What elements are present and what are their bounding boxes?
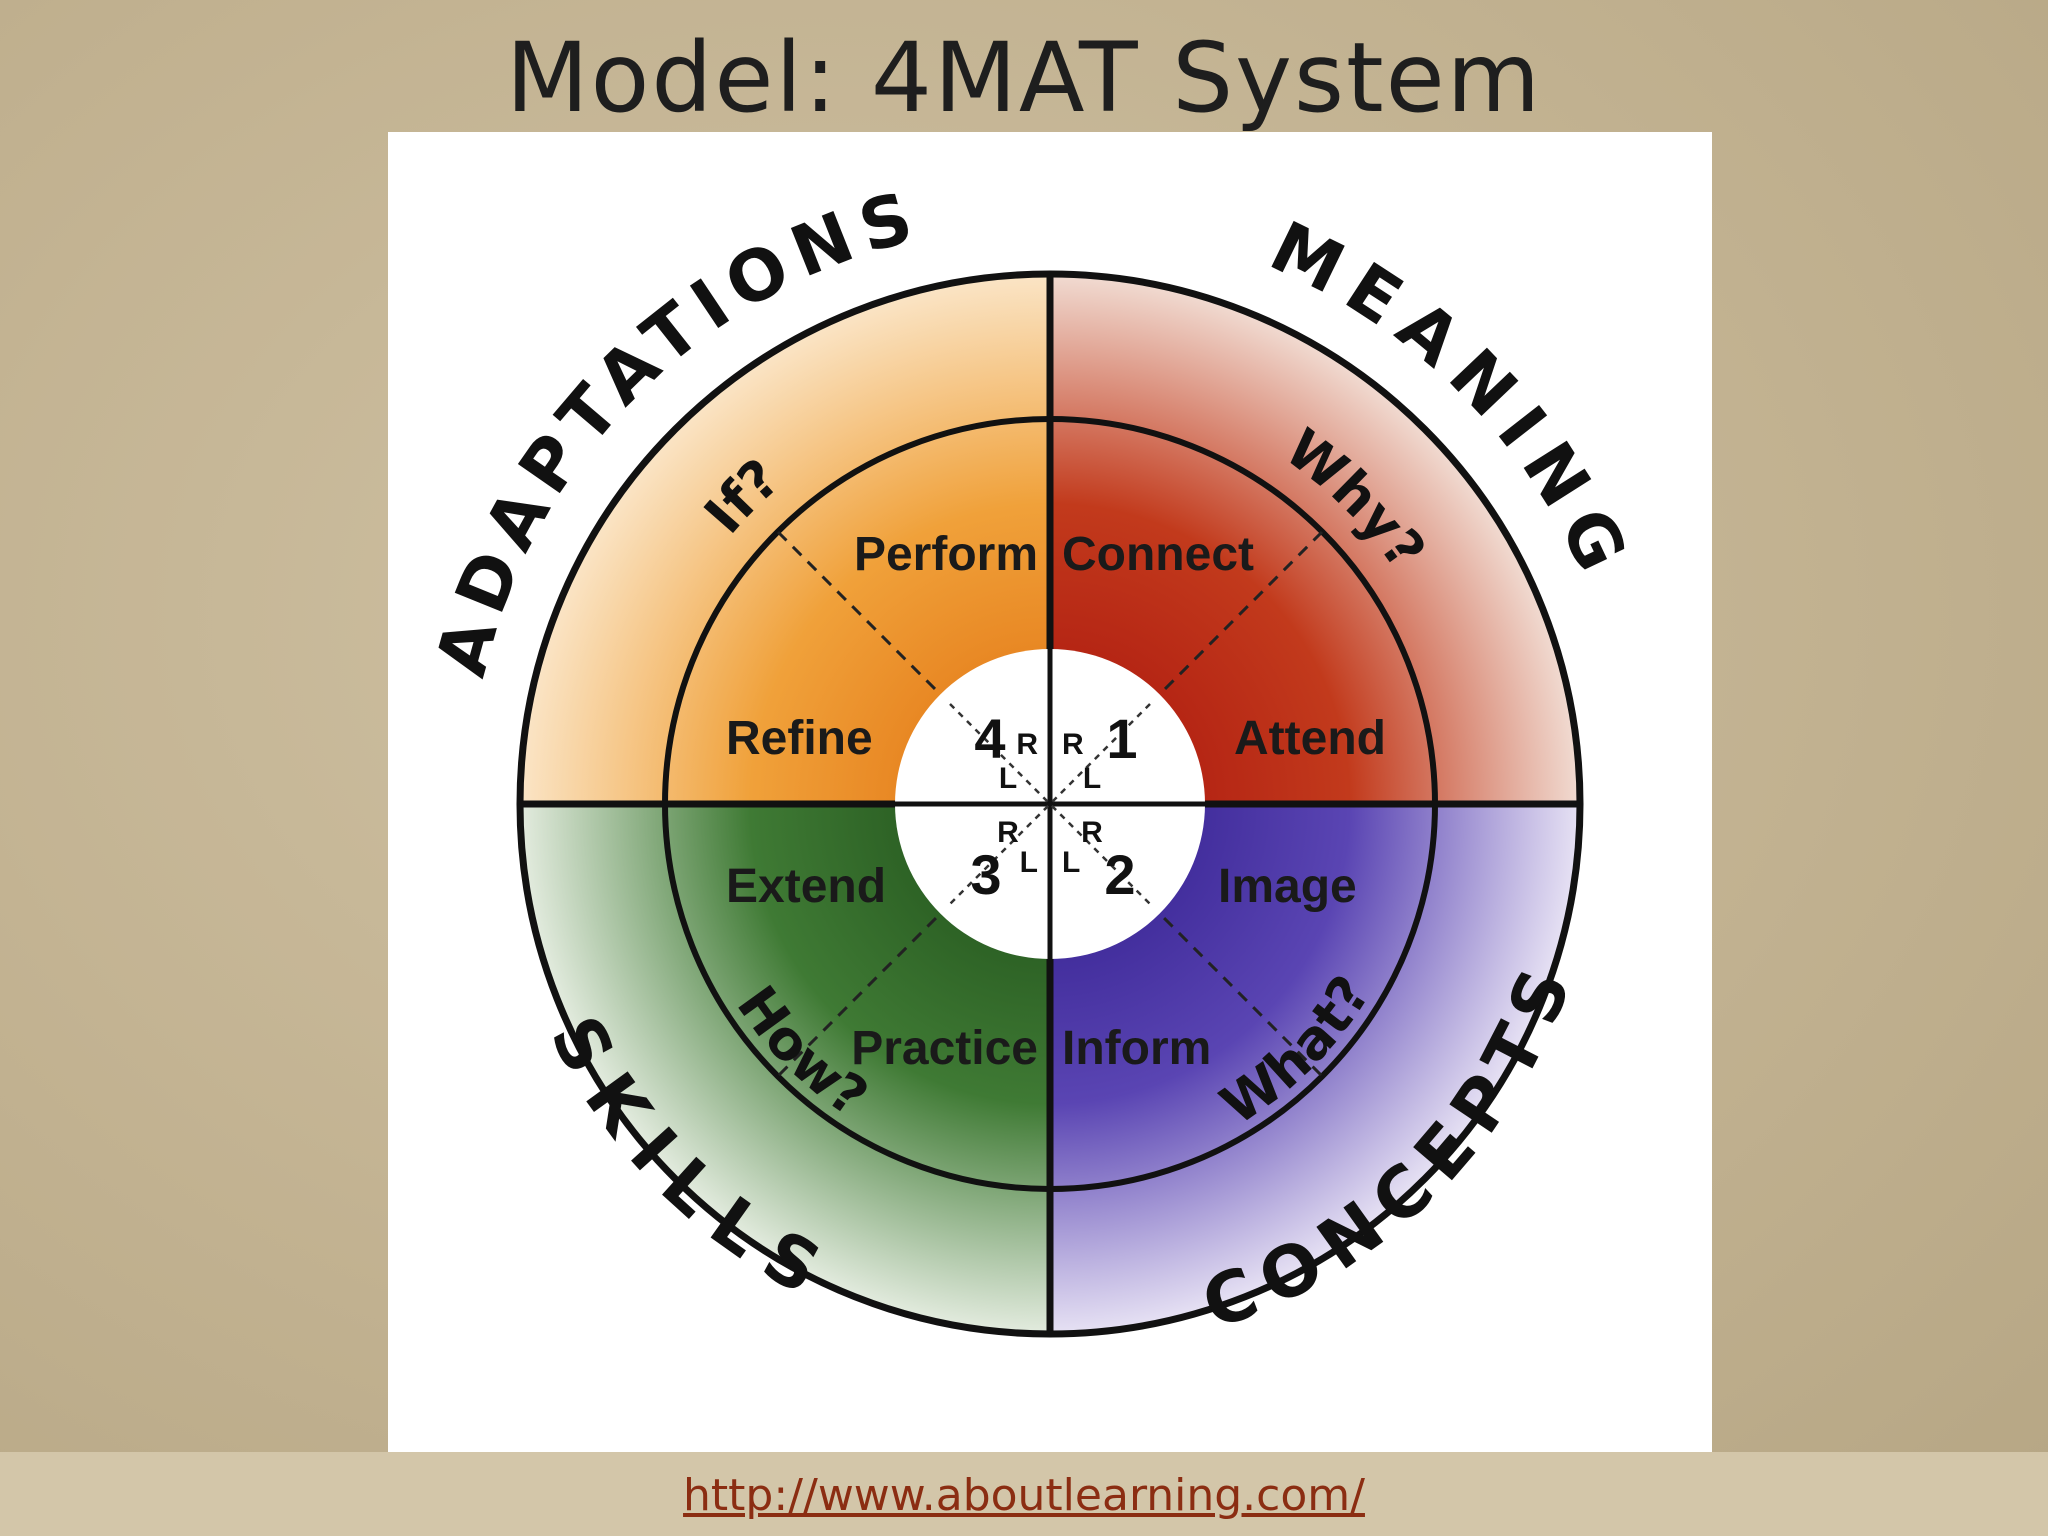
4mat-wheel: ADAPTATIONS MEANING SKILLS CONCEPTS If? …: [420, 174, 1635, 1346]
step-refine: Refine: [726, 712, 873, 765]
source-link[interactable]: http://www.aboutlearning.com/: [683, 1470, 1365, 1521]
4mat-diagram: ADAPTATIONS MEANING SKILLS CONCEPTS If? …: [388, 132, 1712, 1452]
hemi-mark-l: L: [999, 762, 1017, 795]
hemi-mark-r: R: [1016, 728, 1038, 761]
quadrant-number-1: 1: [1106, 707, 1137, 770]
step-inform: Inform: [1062, 1022, 1211, 1075]
hemi-mark-r: R: [1062, 728, 1084, 761]
footer-bar: [0, 1452, 2048, 1536]
step-connect: Connect: [1062, 528, 1254, 581]
hemi-mark-r: R: [1081, 816, 1103, 849]
hemi-mark-l: L: [1062, 846, 1080, 879]
quadrant-number-4: 4: [974, 707, 1005, 770]
quadrant-number-2: 2: [1104, 843, 1135, 906]
hemi-mark-l: L: [1020, 846, 1038, 879]
step-attend: Attend: [1234, 712, 1386, 765]
hemi-mark-l: L: [1083, 762, 1101, 795]
step-practice: Practice: [851, 1022, 1038, 1075]
hemi-mark-r: R: [997, 816, 1019, 849]
slide-title: Model: 4MAT System: [505, 22, 1543, 134]
step-perform: Perform: [854, 528, 1038, 581]
step-extend: Extend: [726, 860, 886, 913]
step-image: Image: [1218, 860, 1357, 913]
quadrant-number-3: 3: [970, 843, 1001, 906]
